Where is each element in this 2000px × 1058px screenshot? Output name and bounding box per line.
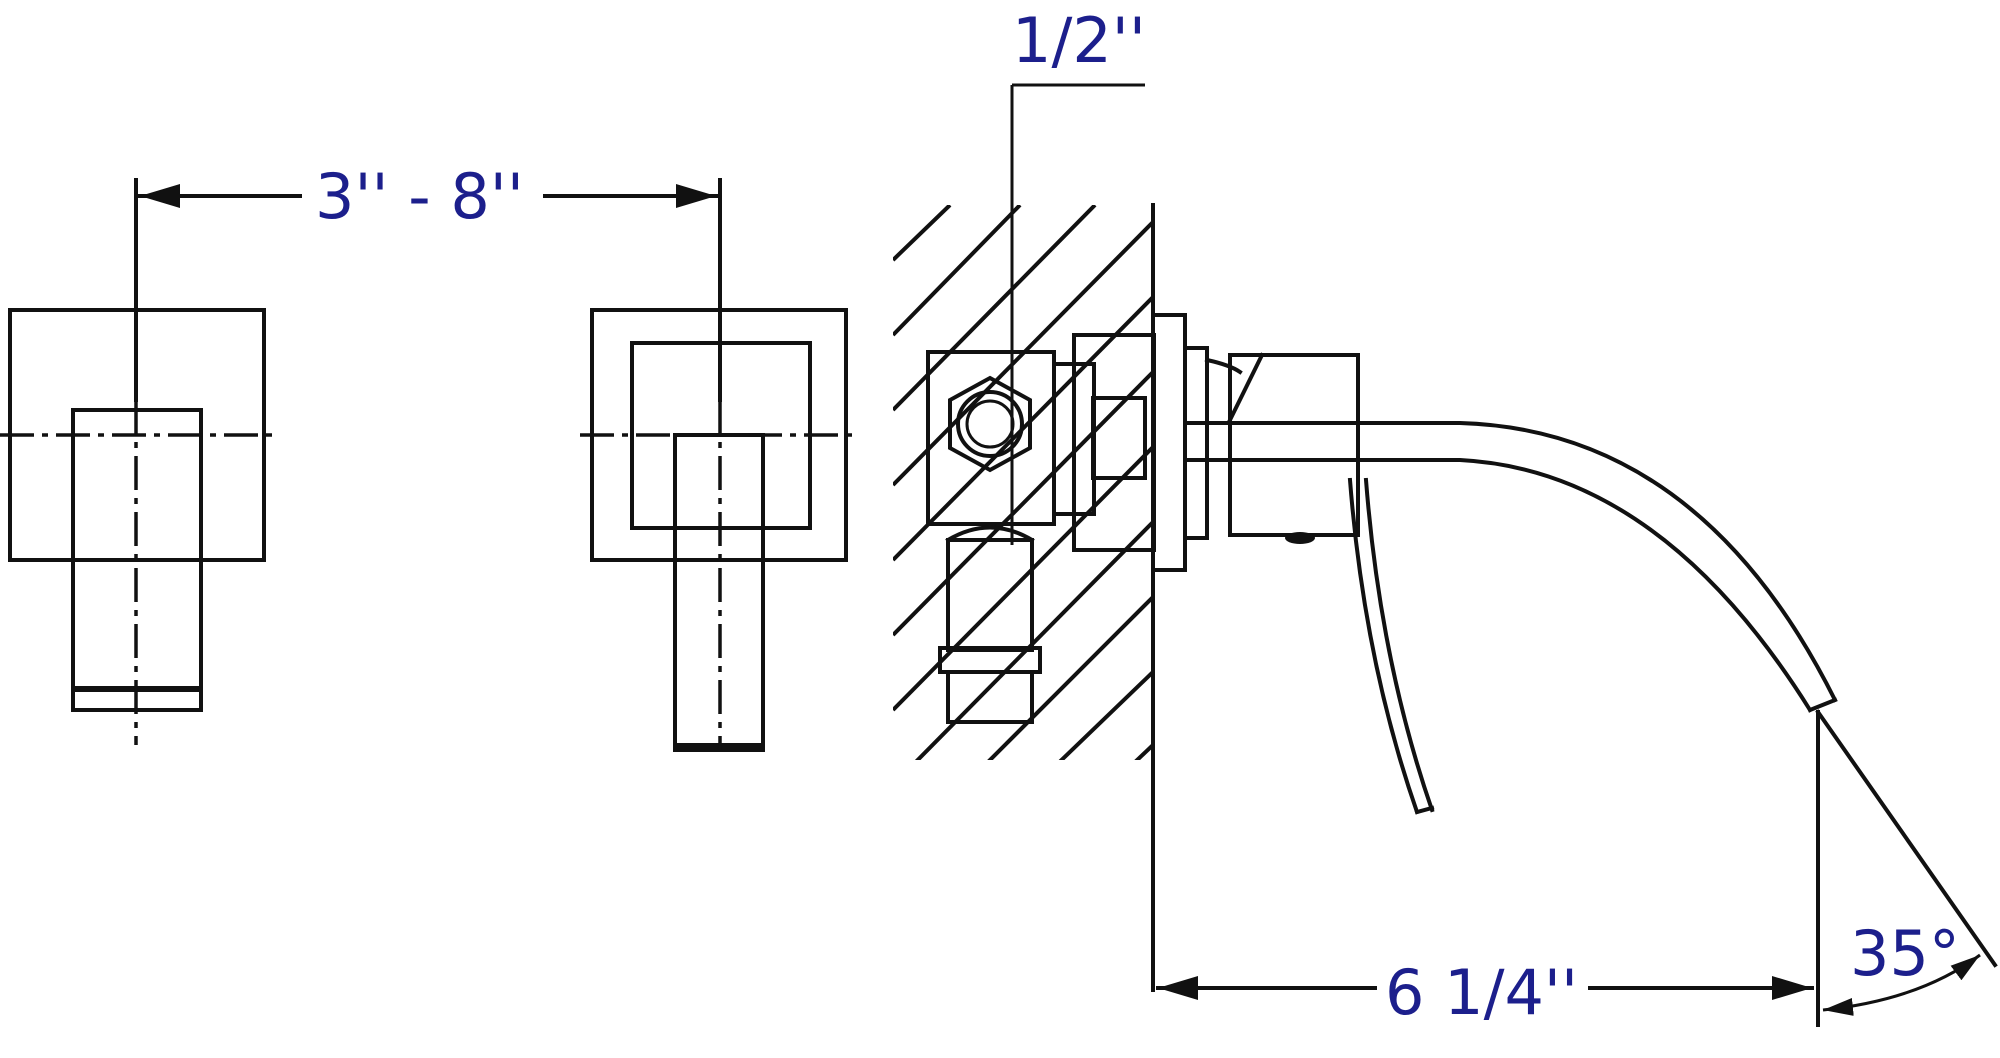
left-handle-view bbox=[0, 178, 280, 745]
wall-hatching bbox=[893, 205, 1153, 760]
spout-reach-label: 6 1/4'' bbox=[1385, 956, 1578, 1029]
spout-angle-dimension bbox=[1815, 709, 1998, 1016]
handle-spread-label: 3'' - 8'' bbox=[315, 160, 524, 233]
faucet-body bbox=[1151, 313, 1838, 815]
spout-angle-label: 35° bbox=[1850, 917, 1960, 990]
right-handle-view bbox=[580, 178, 855, 752]
spout-reach-dimension bbox=[1156, 710, 1820, 1027]
pipe-connection-label: 1/2'' bbox=[1012, 4, 1146, 77]
